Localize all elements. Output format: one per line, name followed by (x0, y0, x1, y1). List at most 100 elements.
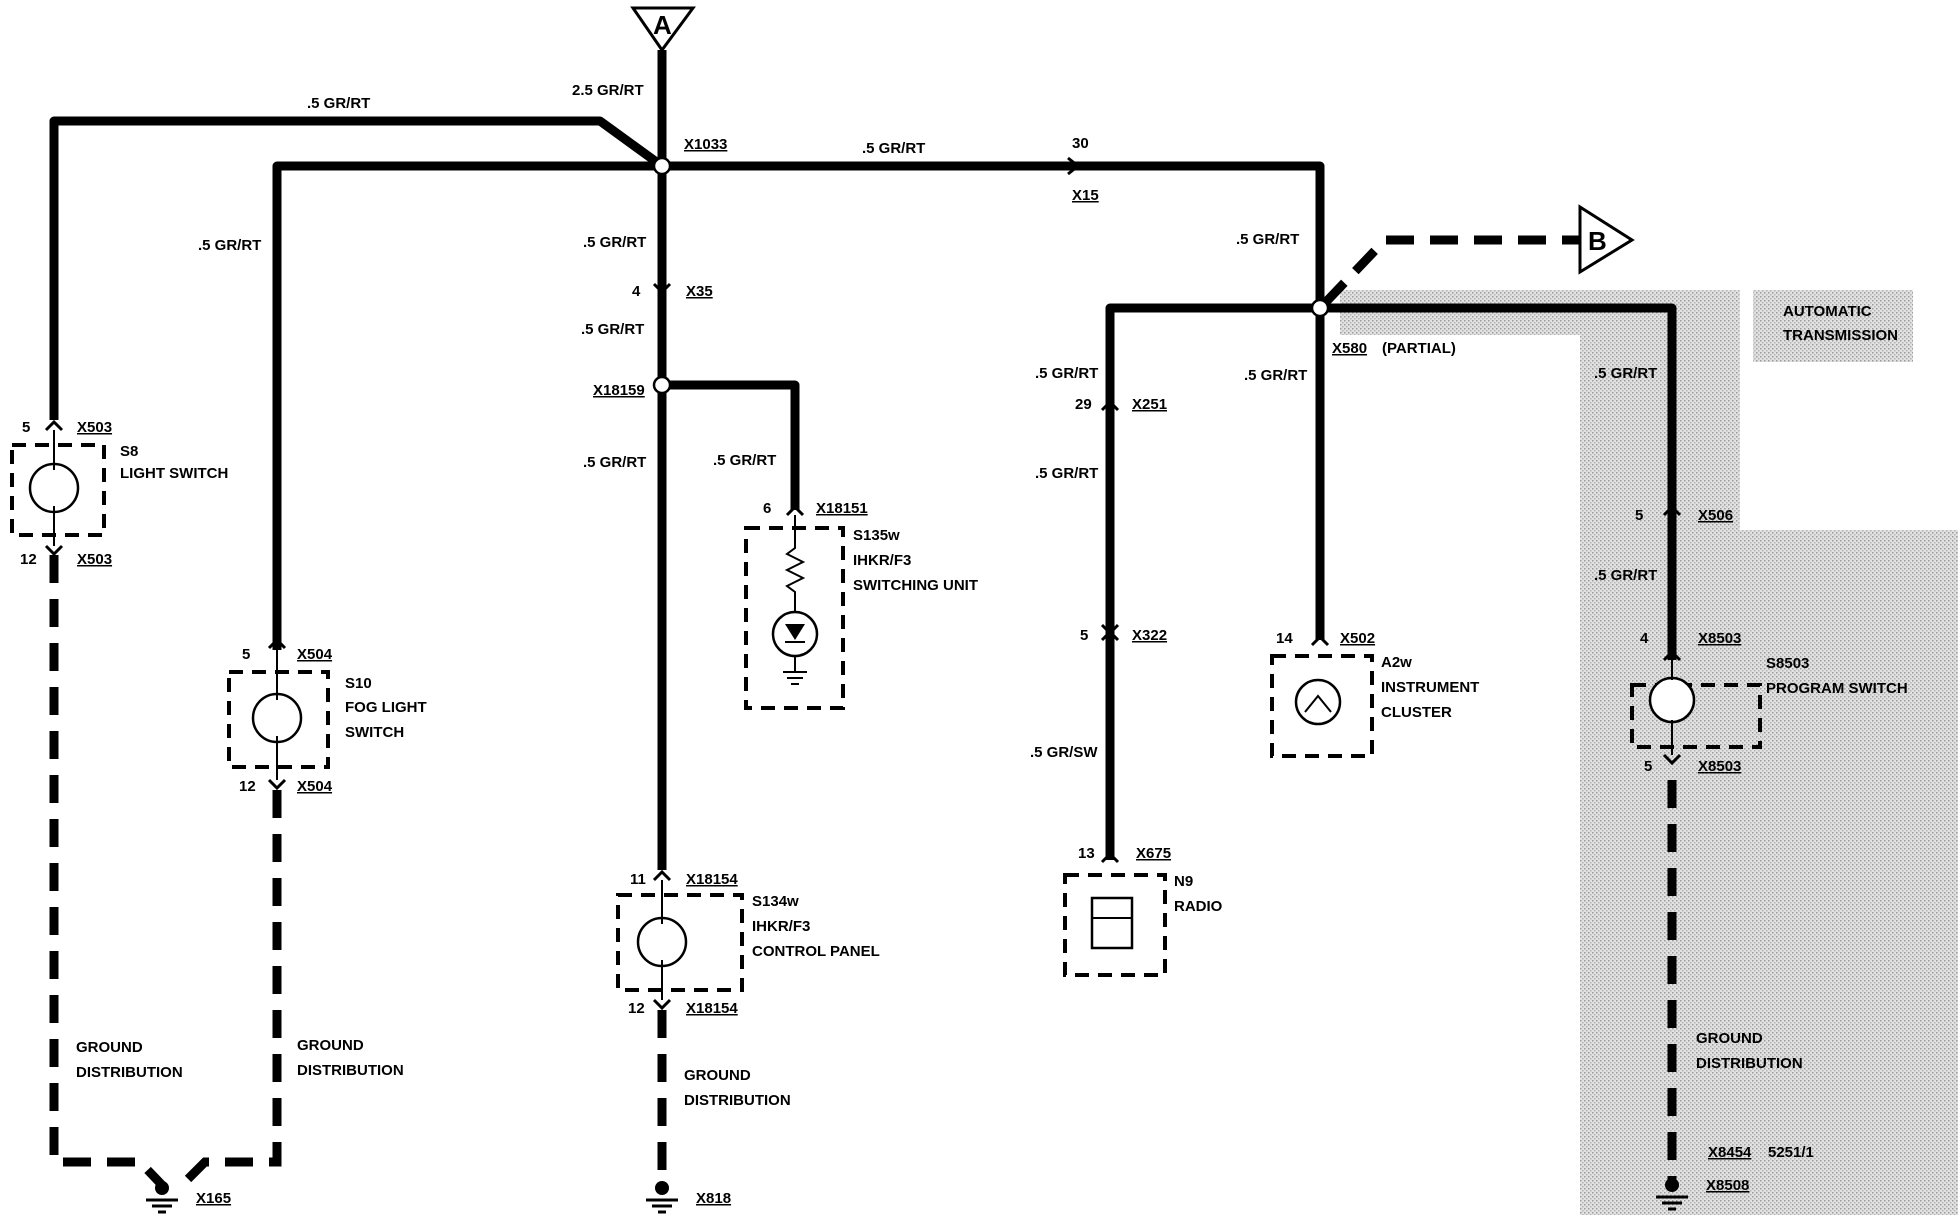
connector-label: X1033 (684, 136, 727, 153)
wire-label: .5 GR/RT (307, 95, 370, 112)
ground-label: DISTRIBUTION (1696, 1055, 1803, 1072)
wire-label: .5 GR/RT (1035, 365, 1098, 382)
splices (652, 156, 1330, 395)
wire-label: .5 GR/RT (713, 452, 776, 469)
wires (49, 50, 1677, 870)
connector-label: X8503 (1698, 630, 1741, 647)
connector-label: X18154 (686, 1000, 738, 1017)
ground-s8 (49, 555, 166, 1189)
connector-label: X322 (1132, 627, 1167, 644)
connector-label: X675 (1136, 845, 1171, 862)
component-label: S134w (752, 893, 799, 910)
component-s8 (10, 430, 106, 546)
connector-label: X165 (196, 1190, 231, 1207)
ground-symbol-x165 (146, 1181, 178, 1214)
pin-label: 11 (630, 871, 646, 888)
automatic-transmission-label: AUTOMATIC TRANSMISSION (1783, 303, 1898, 344)
wire-label: .5 GR/RT (583, 234, 646, 251)
component-label: N9 (1174, 873, 1193, 890)
connector-label: X503 (77, 419, 112, 436)
ground-symbol-x818 (646, 1181, 678, 1214)
ground-label: GROUND (297, 1037, 364, 1054)
pin-label: 5 (242, 646, 250, 663)
connector-label-group: X1033 30 X15 4 X35 X18159 X580 (PARTIAL)… (20, 135, 1814, 1207)
component-label: INSTRUMENT (1381, 679, 1479, 696)
component-a2w (1270, 654, 1374, 758)
ground-s10 (178, 790, 282, 1189)
svg-text:B: B (1588, 226, 1607, 256)
svg-text:A: A (653, 10, 672, 40)
component-label: CLUSTER (1381, 704, 1452, 721)
wire-label-group: 2.5 GR/RT .5 GR/RT .5 GR/RT .5 GR/RT .5 … (198, 82, 1657, 761)
wire-label: .5 GR/RT (1594, 365, 1657, 382)
connector-label: X818 (696, 1190, 731, 1207)
splice-x18159 (652, 375, 672, 395)
connector-label: X15 (1072, 187, 1099, 204)
ground-label-group: GROUND DISTRIBUTION GROUND DISTRIBUTION … (76, 1030, 1803, 1109)
pin-label: 5 (1644, 758, 1652, 775)
ground-label: GROUND (76, 1039, 143, 1056)
pin-label: 5 (1080, 627, 1088, 644)
dashed-wires (49, 235, 1677, 1189)
wire-label: .5 GR/RT (198, 237, 261, 254)
wire-left-top (49, 116, 665, 420)
component-label: LIGHT SWITCH (120, 465, 228, 482)
component-s10 (227, 648, 330, 780)
connector-label: X251 (1132, 396, 1167, 413)
pin-label: 12 (239, 778, 256, 795)
ground-label: DISTRIBUTION (297, 1062, 404, 1079)
connector-label: X8508 (1706, 1177, 1749, 1194)
component-s8503 (1630, 660, 1762, 755)
wire-x580-left (1105, 303, 1320, 860)
splice-x580 (1310, 298, 1330, 318)
wire-x15 (662, 161, 1325, 308)
splice-x1033 (652, 156, 672, 176)
component-label: S8503 (1766, 655, 1809, 672)
connector-label: X502 (1340, 630, 1375, 647)
wire-label: 2.5 GR/RT (572, 82, 644, 99)
svg-text:TRANSMISSION: TRANSMISSION (1783, 327, 1898, 344)
connector-label: X8503 (1698, 758, 1741, 775)
connector-label: X18159 (593, 382, 645, 399)
pin-label: 4 (632, 283, 641, 300)
component-label: S135w (853, 527, 900, 544)
connector-label: X18154 (686, 871, 738, 888)
pin-label: 12 (628, 1000, 645, 1017)
connector-b: B (1578, 204, 1635, 275)
connector-label: X580 (1332, 340, 1367, 357)
component-label: SWITCHING UNIT (853, 577, 978, 594)
wire-label: .5 GR/RT (583, 454, 646, 471)
connector-note: (PARTIAL) (1382, 340, 1456, 357)
ground-label: GROUND (684, 1067, 751, 1084)
svg-text:AUTOMATIC: AUTOMATIC (1783, 303, 1872, 320)
component-n9 (1063, 873, 1167, 977)
component-label-group: S8 LIGHT SWITCH S10 FOG LIGHT SWITCH S13… (120, 443, 1908, 960)
component-label: RADIO (1174, 898, 1223, 915)
component-label: S8 (120, 443, 138, 460)
ground-label: DISTRIBUTION (684, 1092, 791, 1109)
pin-label: 5 (1635, 507, 1643, 524)
wire-label: .5 GR/SW (1030, 744, 1098, 761)
pin-label: 4 (1640, 630, 1649, 647)
component-label: IHKR/F3 (853, 552, 911, 569)
automatic-transmission-shading (1340, 290, 1958, 1215)
component-label: A2w (1381, 654, 1412, 671)
component-label: SWITCH (345, 724, 404, 741)
connector-label: X506 (1698, 507, 1733, 524)
pin-label: 14 (1276, 630, 1293, 647)
connector-label: X35 (686, 283, 713, 300)
wire-s135-branch (662, 380, 800, 510)
pin-label: 30 (1072, 135, 1089, 152)
wire-label: .5 GR/RT (1236, 231, 1299, 248)
pin-label: 12 (20, 551, 37, 568)
component-s135 (744, 515, 845, 710)
ground-label: GROUND (1696, 1030, 1763, 1047)
wire-label: .5 GR/RT (581, 321, 644, 338)
connector-a: A (630, 6, 696, 53)
wire-label: .5 GR/RT (862, 140, 925, 157)
connector-label: X18151 (816, 500, 868, 517)
connector-label: X504 (297, 778, 333, 795)
component-label: FOG LIGHT (345, 699, 427, 716)
wire-auto-trans (1320, 303, 1677, 660)
